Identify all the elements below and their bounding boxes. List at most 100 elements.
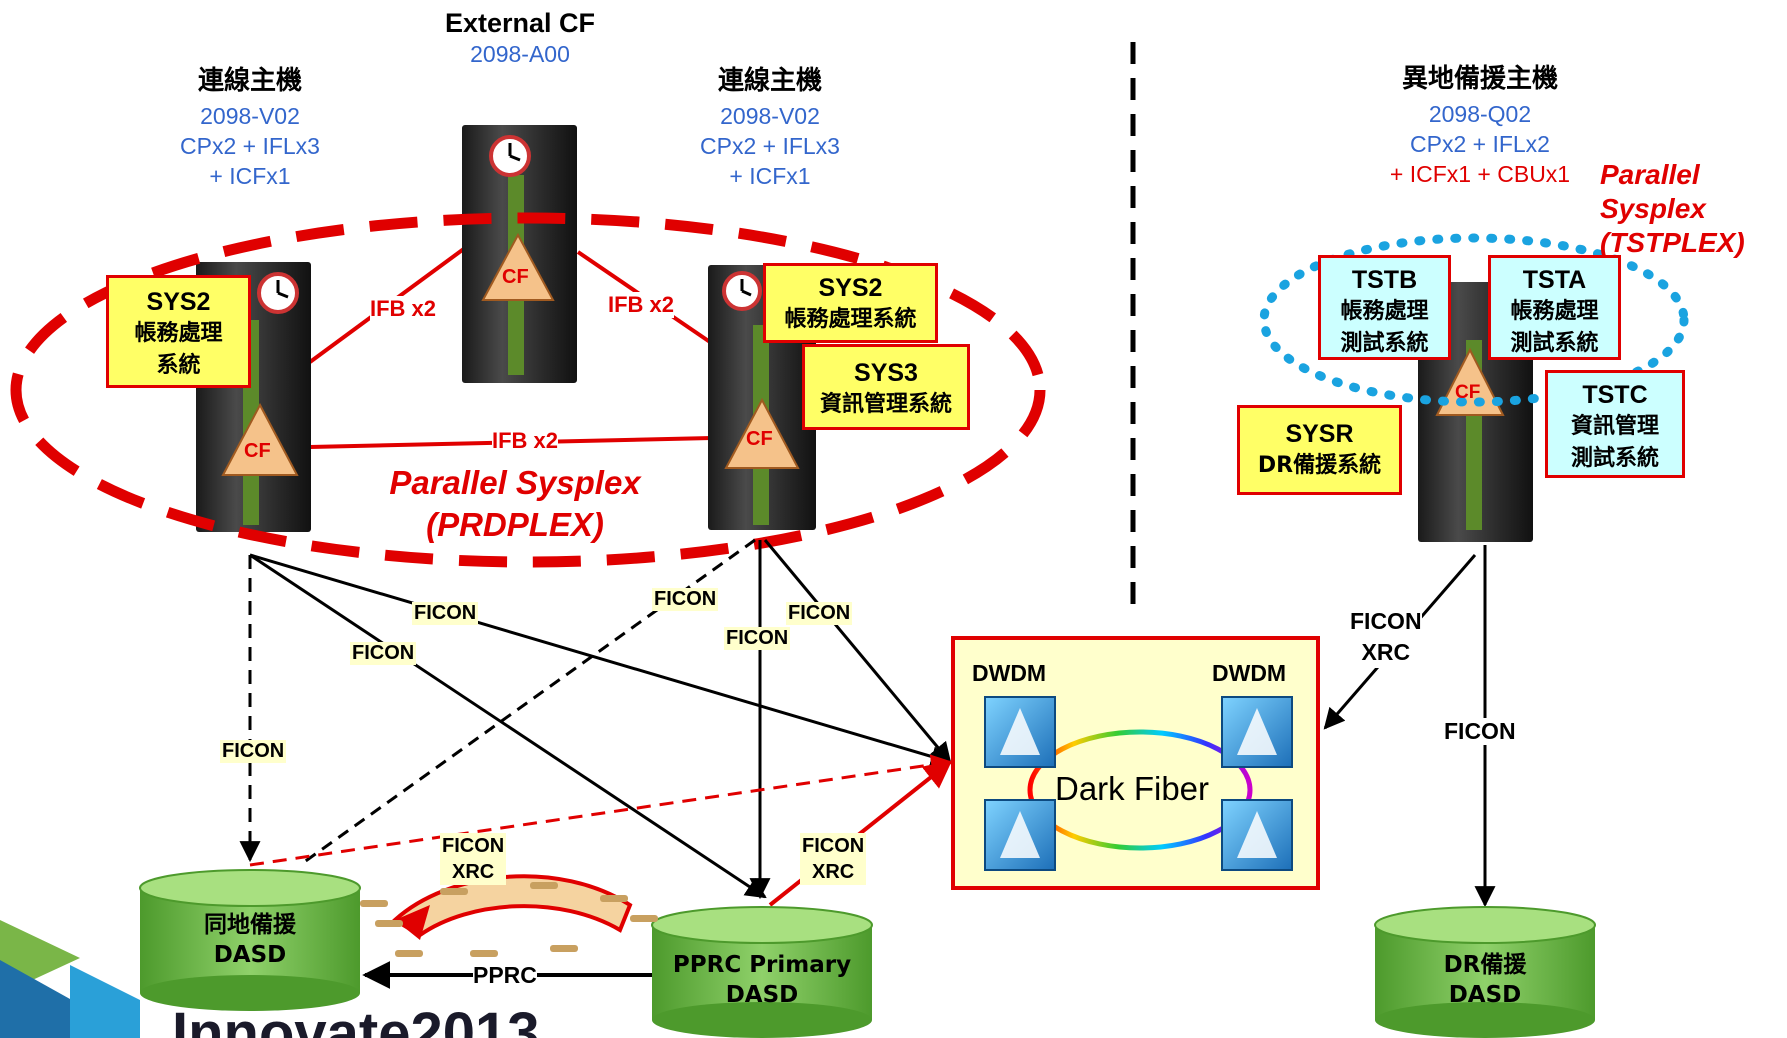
ficon-xrc-primary-line2: XRC (811, 861, 855, 883)
dwdm-device-tl (984, 696, 1056, 768)
ficon-label-6: FICON (220, 740, 287, 763)
right-host-cf-label: CF (746, 428, 773, 450)
system-box-left-sys2: SYS2 帳務處理 系統 (106, 275, 251, 388)
system-box-right-sys2: SYS2 帳務處理系統 (763, 263, 938, 343)
external-cf-model: 2098-A00 (470, 41, 570, 67)
innovate-logo-text: Innovate2013 (172, 1002, 540, 1038)
tstplex-label: Parallel Sysplex (TSTPLEX) (1600, 158, 1745, 260)
ficon-left-to-dwdm (249, 553, 953, 767)
tstb-line1: 帳務處理 (1340, 299, 1429, 324)
dark-fiber-label: Dark Fiber (1055, 770, 1210, 807)
ficon-xrc-label-local: FICON XRC (440, 833, 507, 885)
dwdm-left-label: DWDM (972, 660, 1047, 686)
dwdm-device-tr (1221, 696, 1293, 768)
dr-dasd-line2: DASD (1448, 982, 1522, 1008)
ficon-right-to-dwdm (763, 539, 952, 764)
left-host-model: 2098-V02 (200, 103, 300, 129)
system-box-tsta: TSTA 帳務處理 測試系統 (1488, 255, 1621, 360)
right-host-cpu: CPx2 + IFLx3 (700, 133, 840, 159)
ficon-dr-label: FICON (1444, 718, 1516, 745)
dwdm-right-label: DWDM (1212, 660, 1287, 686)
primary-dasd-line1: PPRC Primary (672, 952, 852, 978)
tsta-line2: 測試系統 (1510, 331, 1599, 356)
ficon-xrc-dr-line1: FICON (1350, 608, 1422, 634)
prdplex-line2: (PRDPLEX) (426, 506, 604, 543)
right-host-title: 連線主機 (717, 66, 822, 96)
prdplex-ellipse (10, 212, 1046, 568)
prdplex-line1: Parallel Sysplex (389, 464, 641, 501)
dr-host-cpu: CPx2 + IFLx2 (1410, 131, 1550, 157)
ficon-xrc-label-dr: FICON XRC (1350, 606, 1422, 668)
left-host-cpu: CPx2 + IFLx3 (180, 133, 320, 159)
external-cf-label: CF (502, 266, 529, 288)
tstc-line1: 資訊管理 (1570, 414, 1659, 439)
dr-dasd-label: DR備援 DASD (1395, 950, 1575, 1010)
system-box-tstc: TSTC 資訊管理 測試系統 (1545, 370, 1685, 478)
pprc-label: PPRC (473, 962, 537, 989)
ficon-xrc-local-line2: XRC (451, 861, 495, 883)
ficon-xrc-local-line1: FICON (442, 835, 505, 857)
external-cf-title: External CF (444, 8, 596, 38)
dr-dasd-cylinder (1374, 906, 1596, 1038)
ficon-label-1: FICON (412, 602, 479, 625)
sys3-name: SYS3 (854, 359, 918, 387)
local-dasd-line2: DASD (213, 942, 287, 968)
local-dasd-line1: 同地備援 (204, 912, 296, 938)
system-box-sys3: SYS3 資訊管理系統 (802, 344, 970, 430)
primary-dasd-cylinder (651, 906, 873, 1038)
system-box-sysr: SYSR DR備援系統 (1237, 405, 1402, 495)
xrc-local-to-dwdm (249, 754, 953, 867)
dr-host-icf-text: + ICFx1 + CBUx1 (1389, 161, 1571, 187)
ficon-label-2: FICON (350, 642, 417, 665)
left-host-header: 連線主機 2098-V02 CPx2 + IFLx3 + ICFx1 (130, 60, 370, 191)
tstplex-line3: (TSTPLEX) (1600, 227, 1745, 258)
dwdm-device-br (1221, 799, 1293, 871)
ficon-xrc-primary-line1: FICON (802, 835, 865, 857)
innovate-logo-word: Innovate2013 (172, 1002, 540, 1038)
tstplex-line2: Sysplex (1600, 193, 1706, 224)
left-host-title: 連線主機 (197, 66, 302, 96)
dr-host-icf: + ICFx1 + CBUx1 (1340, 159, 1620, 189)
sysr-line1: DR備援系統 (1257, 453, 1382, 478)
ficon-right-to-local (299, 538, 756, 867)
primary-dasd-line2: DASD (725, 982, 799, 1008)
tsta-name: TSTA (1522, 266, 1587, 294)
system-box-tstb: TSTB 帳務處理 測試系統 (1318, 255, 1451, 360)
sys3-line1: 資訊管理系統 (819, 392, 952, 417)
ficon-label-3: FICON (652, 588, 719, 611)
right-sys2-name: SYS2 (818, 274, 883, 302)
dr-host-title: 異地備援主機 (1401, 64, 1558, 94)
tstc-line2: 測試系統 (1570, 446, 1659, 471)
dr-host-cf-label: CF (1455, 382, 1481, 403)
ficon-left-to-primary (249, 553, 767, 899)
external-cf-server (462, 125, 577, 383)
dwdm-panel (951, 636, 1320, 890)
ficon-xrc-label-primary: FICON XRC (800, 833, 867, 885)
ficon-label-5: FICON (724, 627, 791, 650)
local-dasd-cylinder (139, 869, 361, 1011)
tstb-name: TSTB (1351, 266, 1418, 294)
ficon-label-4: FICON (786, 602, 853, 625)
dr-dasd-line1: DR備援 (1443, 952, 1527, 978)
innovate-logo-graphic (0, 920, 140, 1038)
left-sys2-line2: 系統 (156, 353, 201, 378)
prdplex-label: Parallel Sysplex (PRDPLEX) (360, 462, 670, 546)
dwdm-device-bl (984, 799, 1056, 871)
tstplex-ellipse (1259, 233, 1689, 407)
dr-host-header: 異地備援主機 2098-Q02 CPx2 + IFLx2 + ICFx1 + C… (1340, 58, 1620, 189)
tstc-name: TSTC (1582, 381, 1648, 409)
dark-fiber-ring (1027, 729, 1253, 851)
left-sys2-name: SYS2 (146, 288, 211, 316)
tsta-line1: 帳務處理 (1510, 299, 1599, 324)
copy-arrow-icon (360, 874, 658, 957)
primary-dasd-label: PPRC Primary DASD (662, 950, 862, 1010)
ifb-left-label: IFB x2 (370, 296, 437, 322)
right-sys2-line1: 帳務處理系統 (784, 307, 917, 332)
right-host-icf: + ICFx1 (729, 163, 811, 189)
left-host-cf-label: CF (244, 440, 271, 462)
external-cf-header: External CF 2098-A00 (410, 8, 630, 69)
right-host-header: 連線主機 2098-V02 CPx2 + IFLx3 + ICFx1 (650, 60, 890, 191)
ifb-right-label: IFB x2 (608, 292, 675, 318)
ficon-xrc-dr-line2: XRC (1361, 639, 1411, 665)
